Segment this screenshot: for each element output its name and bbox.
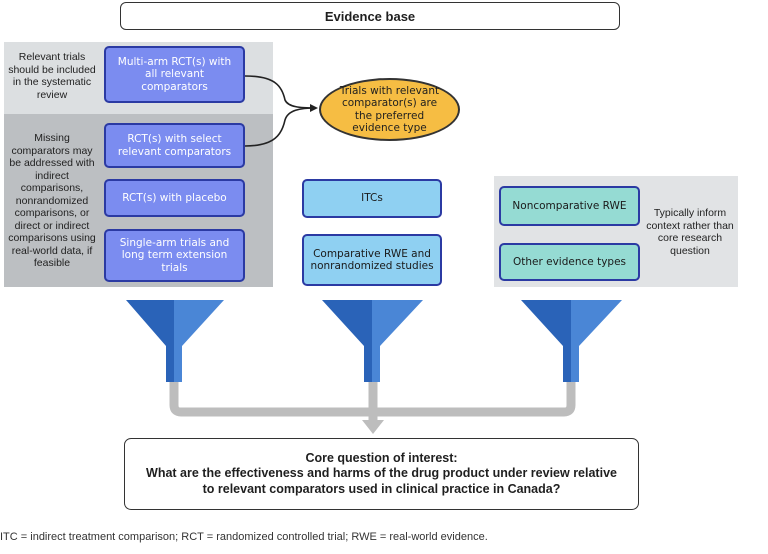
comparative-rwe-box: Comparative RWE and nonrandomized studie… bbox=[302, 234, 442, 286]
core-question-text: What are the effectiveness and harms of … bbox=[146, 466, 617, 496]
context-text: Typically inform context rather than cor… bbox=[646, 207, 734, 257]
rct-select-comparators-box: RCT(s) with select relevant comparators bbox=[104, 123, 245, 168]
connector-arrowhead bbox=[362, 420, 384, 434]
preferred-evidence-oval: Trials with relevant comparator(s) are t… bbox=[319, 78, 460, 141]
relevant-trials-text: Relevant trials should be included in th… bbox=[8, 51, 96, 101]
arrow-from-select-comparators bbox=[244, 107, 317, 147]
footnote: ITC = indirect treatment comparison; RCT… bbox=[0, 531, 488, 543]
funnel-middle bbox=[322, 300, 423, 382]
missing-comparators-text: Missing comparators may be addressed wit… bbox=[8, 132, 96, 270]
itcs-box: ITCs bbox=[302, 179, 442, 218]
core-question-heading: Core question of interest: bbox=[305, 450, 458, 465]
arrow-from-multi-arm bbox=[244, 75, 317, 109]
funnel-connectors bbox=[169, 380, 576, 424]
core-question-box: Core question of interest: What are the … bbox=[124, 438, 639, 510]
multi-arm-rct-box: Multi-arm RCT(s) with all relevant compa… bbox=[104, 46, 245, 103]
arrowhead-to-oval bbox=[310, 104, 318, 112]
funnel-left bbox=[126, 300, 224, 382]
single-arm-trials-box: Single-arm trials and long term extensio… bbox=[104, 229, 245, 282]
other-evidence-box: Other evidence types bbox=[499, 243, 640, 281]
rct-placebo-box: RCT(s) with placebo bbox=[104, 179, 245, 217]
evidence-base-title: Evidence base bbox=[120, 2, 620, 30]
noncomparative-rwe-box: Noncomparative RWE bbox=[499, 186, 640, 226]
funnel-right bbox=[521, 300, 622, 382]
